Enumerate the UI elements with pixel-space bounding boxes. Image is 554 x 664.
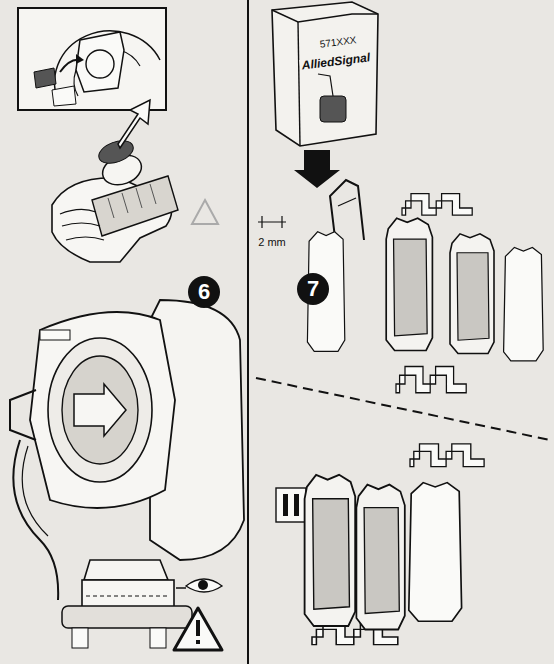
caliper-piston-press	[10, 300, 244, 600]
callout-number: 7	[297, 273, 329, 305]
pad-set-upper	[307, 194, 543, 393]
box-label: AlliedSignal	[299, 51, 373, 73]
pad-set-lower	[276, 444, 484, 645]
master-cylinder-check	[62, 560, 222, 650]
inset-disc-caliper	[18, 8, 166, 110]
divider-line	[247, 0, 249, 664]
dimension-label: 2 mm	[256, 236, 288, 248]
callout-number-text: 6	[198, 281, 210, 303]
dashed-divider	[256, 378, 550, 440]
callout-number: 6	[188, 276, 220, 308]
product-box	[272, 2, 378, 188]
hand-cleaning-piston	[52, 100, 218, 262]
callout-number-text: 7	[307, 278, 319, 300]
box-label: 571XXX	[317, 34, 359, 50]
